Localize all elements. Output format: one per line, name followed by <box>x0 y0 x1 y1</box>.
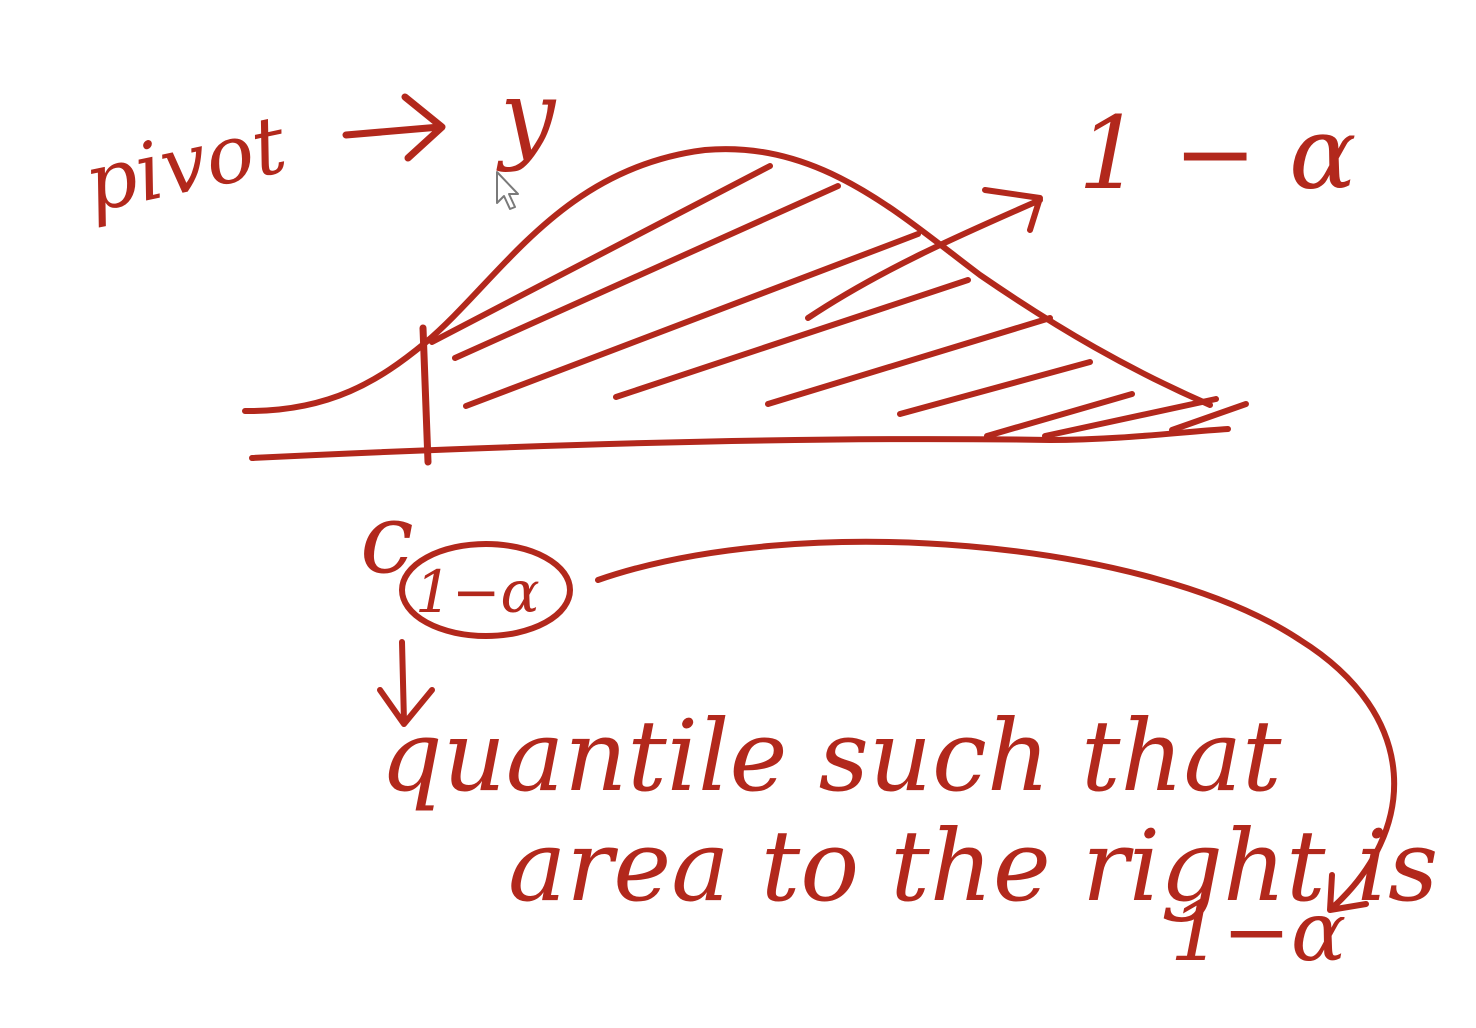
subscript-circle <box>399 541 573 639</box>
label-description-line1: quantile such that <box>380 700 1282 814</box>
hatch-line <box>984 391 1135 439</box>
cutoff-line <box>419 324 432 466</box>
arrow-pivot-to-y <box>342 93 446 162</box>
label-description-line2: area to the right is <box>508 810 1438 924</box>
label-pivot: pivot <box>77 97 295 230</box>
hatch-line <box>429 163 773 345</box>
hatch-line <box>452 183 841 361</box>
hatched-area <box>429 163 1249 439</box>
hatch-line <box>1042 396 1219 439</box>
curved-arrow-to-value <box>595 538 1398 913</box>
arrow-to-area-label <box>805 187 1043 321</box>
label-description-value: 1−α <box>1170 885 1346 980</box>
mouse-pointer-icon <box>496 171 519 210</box>
hatch-line <box>897 359 1093 417</box>
label-subscript: 1−α <box>415 558 540 626</box>
hatch-line <box>463 231 921 409</box>
x-axis <box>249 426 1231 461</box>
label-y: y <box>496 60 557 174</box>
arrow-down <box>377 639 435 727</box>
hatch-line <box>613 277 971 400</box>
label-area-value: 1 − α <box>1078 95 1357 212</box>
hatch-line <box>765 315 1053 407</box>
hatch-line <box>1169 401 1249 433</box>
